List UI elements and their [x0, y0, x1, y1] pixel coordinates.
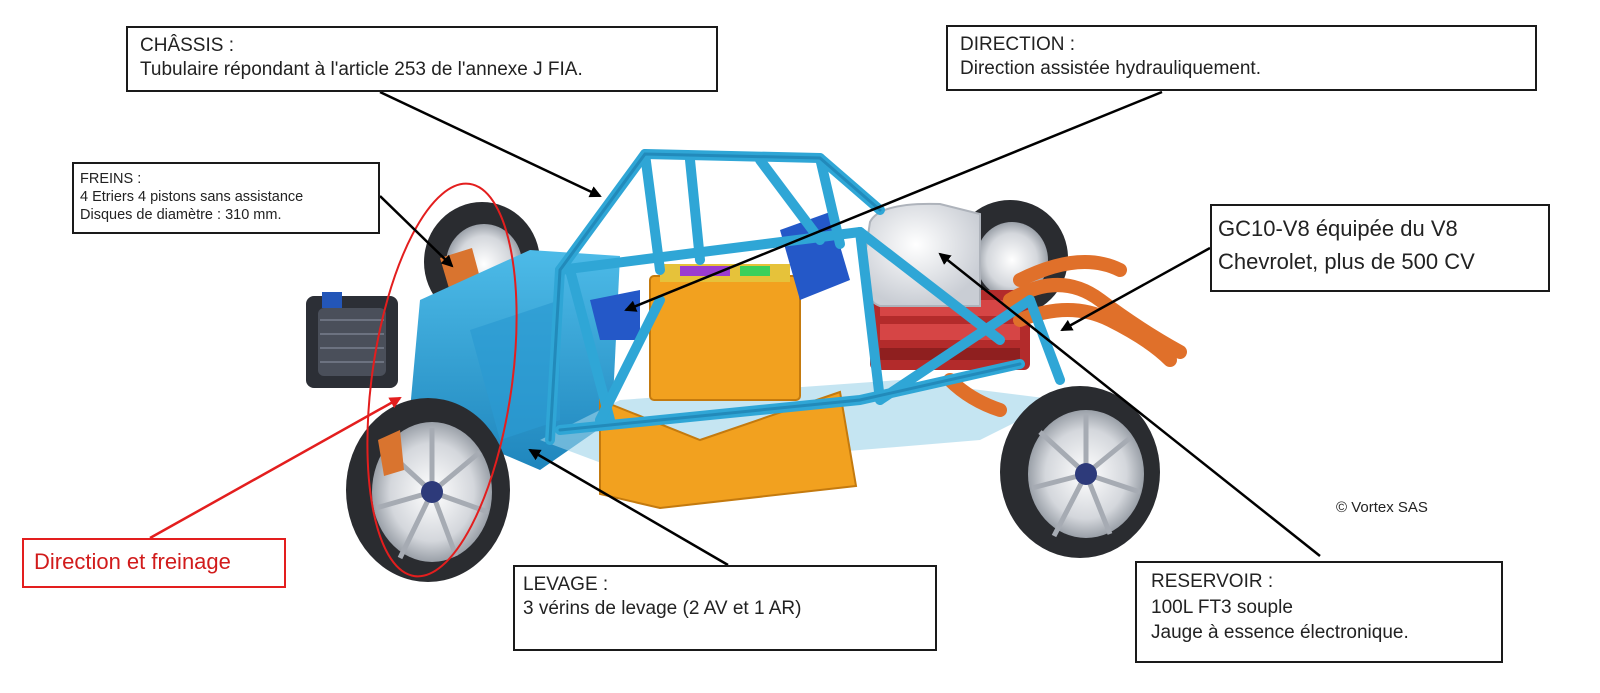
callout-freins-line3: Disques de diamètre : 310 mm.	[80, 207, 282, 224]
callout-levage: LEVAGE : 3 vérins de levage (2 AV et 1 A…	[513, 565, 937, 651]
rear-right-front-wheel	[1000, 386, 1160, 558]
callout-direction: DIRECTION : Direction assistée hydrauliq…	[946, 25, 1537, 91]
callout-reservoir-line3: Jauge à essence électronique.	[1151, 622, 1409, 644]
callout-reservoir-title: RESERVOIR :	[1151, 571, 1274, 592]
leader-direction	[624, 90, 1163, 312]
callout-direction-title: DIRECTION :	[960, 34, 1076, 55]
front-cooler	[306, 292, 398, 388]
leader-chassis	[379, 90, 602, 198]
side-panel	[599, 390, 858, 510]
leader-direction-freinage	[149, 396, 402, 540]
callout-direction-freinage: Direction et freinage	[22, 538, 286, 588]
callout-chassis-text: Tubulaire répondant à l'article 253 de l…	[140, 59, 583, 81]
callout-reservoir-line2: 100L FT3 souple	[1151, 596, 1293, 618]
callout-reservoir: RESERVOIR : 100L FT3 souple Jauge à esse…	[1135, 561, 1503, 663]
callout-levage-title: LEVAGE :	[523, 574, 609, 595]
leader-lines	[379, 90, 1321, 567]
callout-chassis-title: CHÂSSIS :	[140, 35, 234, 56]
callout-moteur: GC10-V8 équipée du V8 Chevrolet, plus de…	[1210, 204, 1550, 292]
leader-levage	[528, 448, 729, 567]
electronics-box	[649, 264, 801, 401]
fuel-tank	[862, 202, 981, 307]
callout-moteur-line1: GC10-V8 équipée du V8	[1218, 216, 1458, 241]
callout-levage-text: 3 vérins de levage (2 AV et 1 AR)	[523, 598, 802, 620]
leader-reservoir	[938, 252, 1321, 557]
callout-freins: FREINS : 4 Etriers 4 pistons sans assist…	[72, 162, 380, 234]
copyright-credit: © Vortex SAS	[1336, 499, 1428, 516]
front-left-wheel	[346, 398, 510, 582]
callout-moteur-line2: Chevrolet, plus de 500 CV	[1218, 249, 1475, 274]
highlight-ellipse	[366, 182, 518, 578]
callout-chassis: CHÂSSIS : Tubulaire répondant à l'articl…	[126, 26, 718, 92]
callout-direction-text: Direction assistée hydrauliquement.	[960, 58, 1261, 80]
callout-direction-freinage-label: Direction et freinage	[34, 549, 231, 574]
callout-freins-title: FREINS :	[80, 171, 142, 187]
callout-freins-line2: 4 Etriers 4 pistons sans assistance	[80, 189, 304, 206]
leader-freins	[379, 195, 454, 268]
leader-moteur	[1060, 246, 1211, 332]
